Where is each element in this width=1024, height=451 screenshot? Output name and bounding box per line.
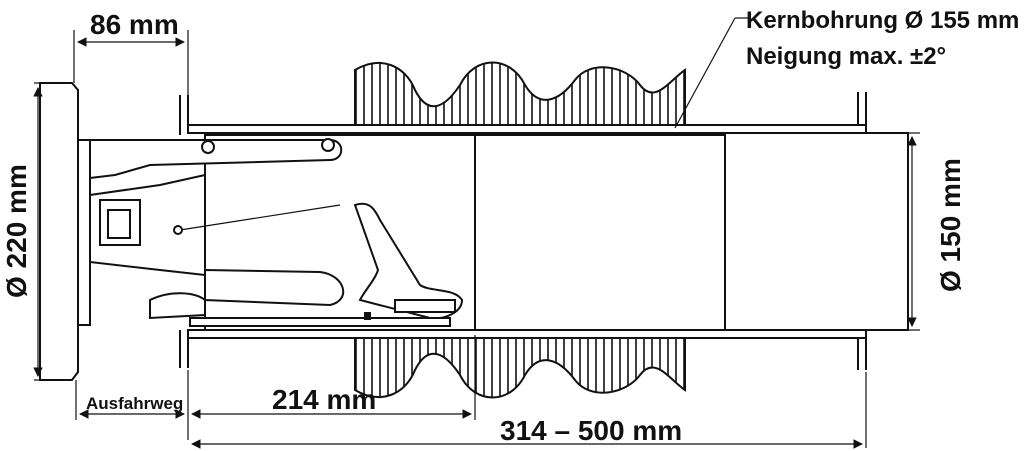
dim-right-diameter (907, 132, 920, 331)
dim-total-length (191, 372, 867, 449)
dim-right-diameter-label: Ø 150 mm (935, 158, 966, 292)
dim-left-diameter-label: Ø 220 mm (1, 164, 32, 298)
dim-inner-length-label: 214 mm (272, 384, 376, 415)
dim-travel (75, 380, 185, 420)
dim-inner-length (187, 335, 476, 440)
dim-total-length-label: 314 – 500 mm (500, 415, 682, 446)
sleeve-top (179, 92, 867, 135)
annotation-core-drill: Kernbohrung Ø 155 mm (746, 7, 1019, 34)
annotation-leader (674, 17, 750, 129)
wall-lower (354, 334, 686, 399)
flange-plate (39, 82, 91, 381)
dim-left-diameter (33, 82, 43, 381)
dim-top-width (73, 30, 189, 95)
valve-mechanism (89, 138, 464, 327)
annotation-tilt: Neigung max. ±2° (746, 43, 946, 70)
dim-travel-label: Ausfahrweg (86, 394, 183, 413)
wall-upper (354, 61, 686, 129)
pipe-right (724, 132, 909, 331)
dim-top-width-label: 86 mm (90, 9, 179, 40)
